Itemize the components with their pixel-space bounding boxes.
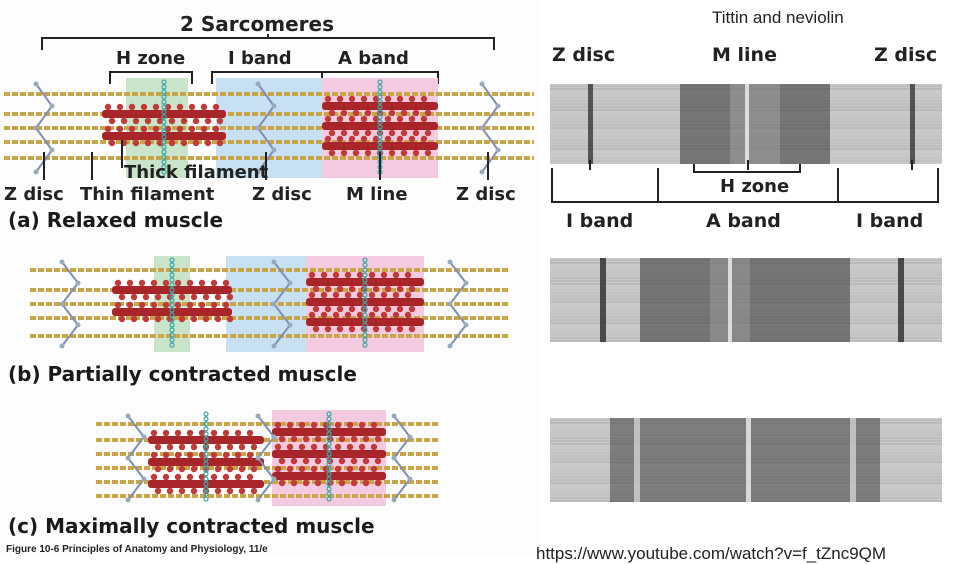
label-z-disc-left: Z disc: [4, 184, 64, 205]
sarcomere-diagram-max: [96, 410, 440, 506]
z-disc: [125, 413, 147, 503]
mic-label-h-zone: H zone: [720, 176, 790, 197]
label-i-band: I band: [228, 48, 292, 69]
m-line: [362, 257, 368, 348]
z-disc: [391, 413, 413, 503]
thick-filament: [272, 443, 386, 465]
mic-label-i-band-right: I band: [856, 210, 924, 232]
micrograph-brackets: [551, 160, 939, 203]
z-disc: [59, 259, 81, 349]
figure-credit: Figure 10-6 Principles of Anatomy and Ph…: [6, 544, 268, 555]
label-h-zone: H zone: [116, 48, 186, 69]
m-line-light: [728, 258, 732, 342]
note-text: Tittin and neviolin: [712, 8, 844, 27]
m-line-light: [745, 84, 749, 164]
m-line: [377, 79, 383, 175]
thick-filament: [112, 279, 234, 301]
label-thin-filament: Thin filament: [80, 184, 215, 205]
z-disc: [255, 413, 277, 503]
mic-label-a-band: A band: [706, 210, 781, 232]
sarcomere-diagram-relaxed: [4, 78, 534, 178]
thick-filament: [322, 115, 438, 137]
z-line-light: [850, 418, 856, 502]
thick-filament: [148, 429, 264, 451]
sarcomere-diagram-partial: [30, 256, 510, 352]
mic-label-m-line: M line: [712, 44, 777, 66]
micrograph-relaxed: [550, 84, 942, 164]
sarcomere-bracket: [41, 34, 495, 50]
h-zone-light: [730, 84, 780, 164]
a-band-dark: [640, 258, 850, 342]
thick-filament: [306, 291, 424, 313]
z-disc: [479, 81, 501, 175]
label-z-disc-right: Z disc: [456, 184, 516, 205]
pointer-lines: [43, 140, 489, 180]
z-line-dark: [588, 84, 593, 164]
z-disc: [255, 81, 277, 175]
thick-filament: [322, 95, 438, 117]
thick-filament: [102, 103, 226, 125]
micrograph-max: [550, 418, 942, 502]
m-line-light: [746, 418, 751, 502]
thick-filament: [148, 473, 264, 495]
micrograph-partial: [550, 258, 942, 342]
m-line: [161, 79, 167, 175]
label-a-band: A band: [338, 48, 409, 69]
label-m-line: M line: [346, 184, 408, 205]
thick-filament: [306, 271, 424, 293]
a-band-dark: [610, 418, 880, 502]
z-line-dark: [898, 258, 904, 342]
mic-label-i-band-left: I band: [566, 210, 634, 232]
caption-partial: (b) Partially contracted muscle: [8, 362, 357, 386]
z-line-light: [634, 418, 640, 502]
mic-label-z-disc-right: Z disc: [874, 44, 938, 66]
a-band-dark: [680, 84, 830, 164]
diagram-title: 2 Sarcomeres: [180, 12, 334, 36]
source-url: https://www.youtube.com/watch?v=f_tZnc9Q…: [536, 544, 887, 563]
label-thick-filament: Thick filament: [124, 162, 269, 183]
caption-relaxed: (a) Relaxed muscle: [8, 208, 224, 232]
z-disc: [447, 259, 469, 349]
m-line: [326, 411, 332, 502]
m-line: [203, 411, 209, 502]
z-disc: [33, 81, 55, 175]
m-line: [169, 257, 175, 348]
mic-label-z-disc-left: Z disc: [552, 44, 616, 66]
z-disc: [271, 259, 293, 349]
label-z-disc-mid: Z disc: [252, 184, 312, 205]
z-line-dark: [910, 84, 915, 164]
caption-max: (c) Maximally contracted muscle: [8, 514, 375, 538]
z-line-dark: [600, 258, 606, 342]
